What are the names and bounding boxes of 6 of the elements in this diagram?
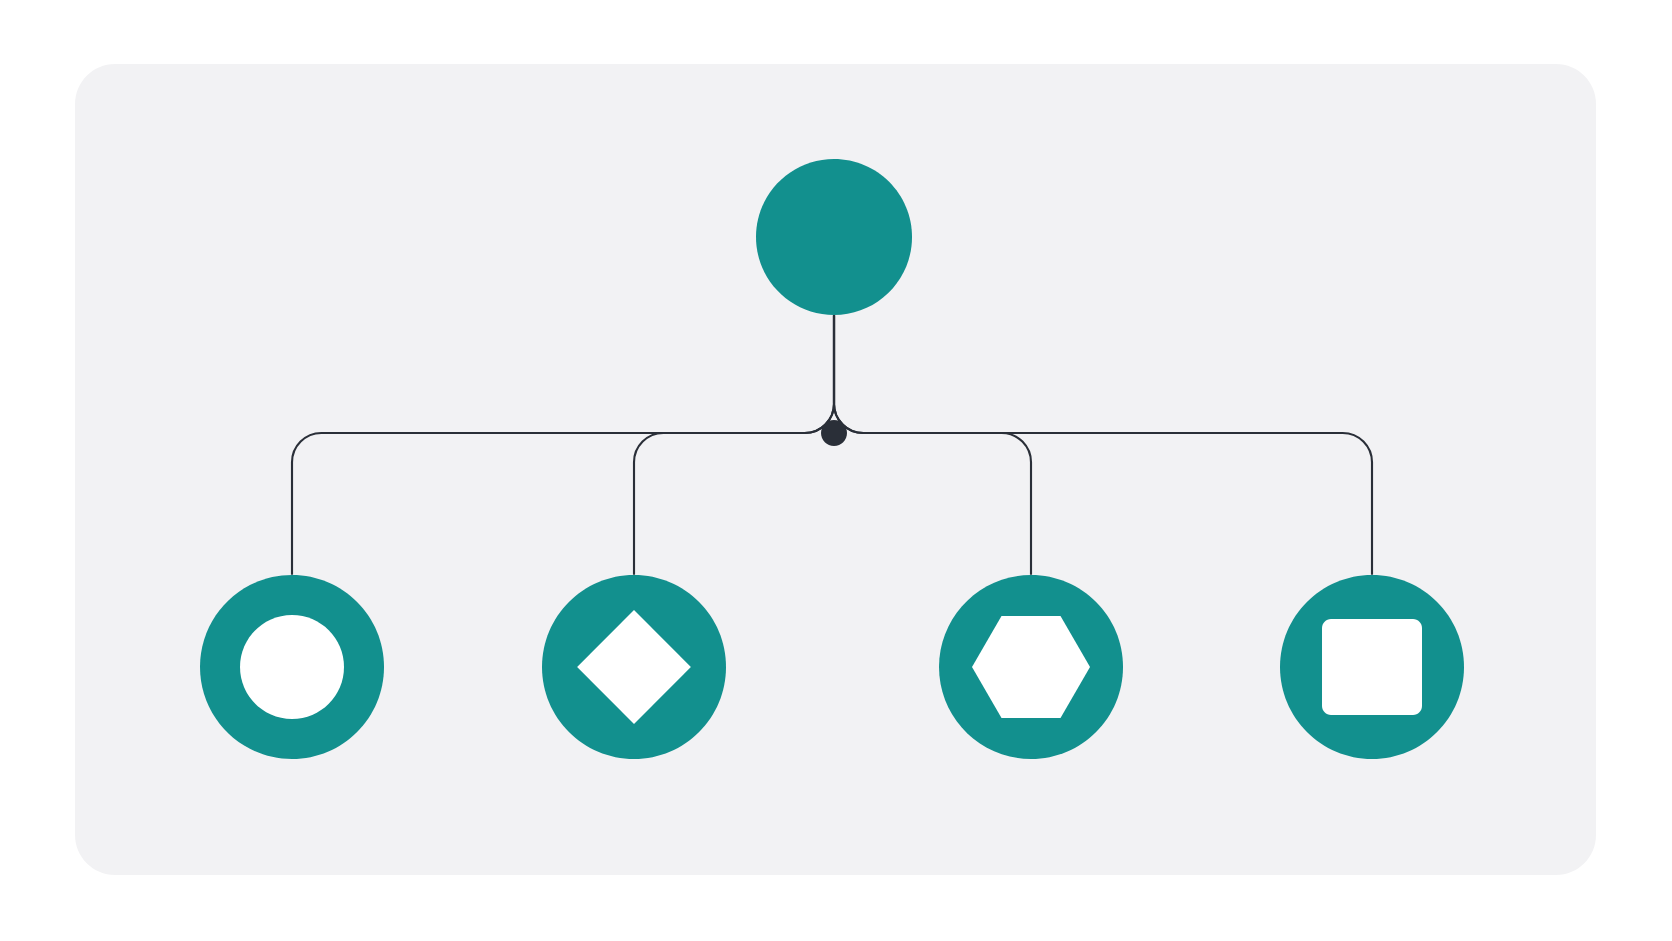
circle-node bbox=[756, 159, 912, 315]
diamond-shape bbox=[577, 610, 691, 724]
hexagon-shape bbox=[972, 615, 1090, 719]
square-shape bbox=[1322, 619, 1422, 715]
inner-circle bbox=[240, 615, 344, 719]
connector-line bbox=[832, 315, 1374, 575]
